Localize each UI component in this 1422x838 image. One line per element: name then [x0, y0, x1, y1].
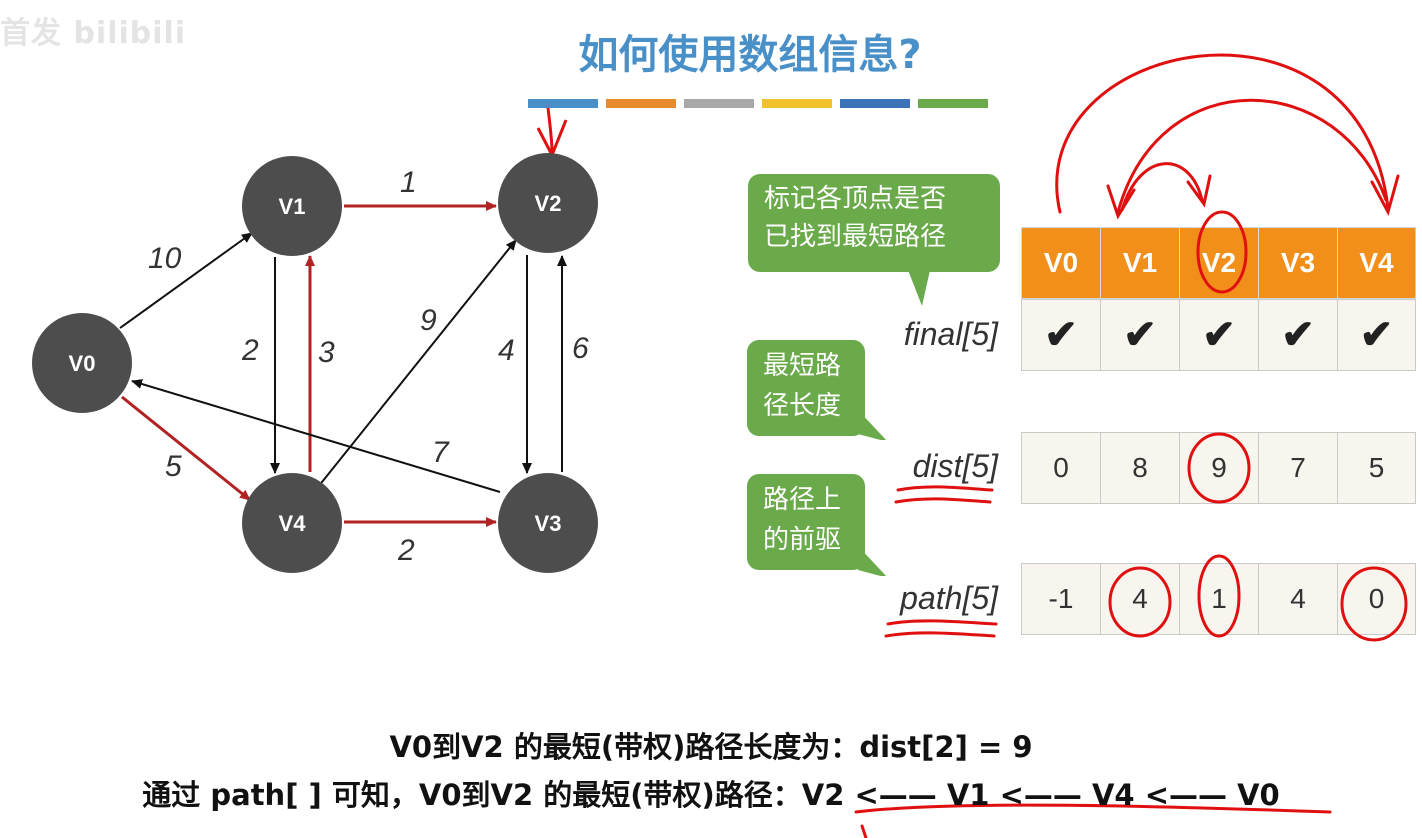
header-cell: V1: [1100, 227, 1179, 299]
bubble-dist-tail: [858, 410, 887, 440]
final-cell: ✔: [1337, 299, 1416, 371]
annotation-underline-dist: [896, 485, 994, 492]
path-cell: 0: [1337, 563, 1416, 635]
header-cell: V0: [1021, 227, 1100, 299]
summary-line-2: 通过 path[ ] 可知，V0到V2 的最短(带权)路径：V2 <—— V1 …: [142, 778, 1280, 812]
dist-cell: 7: [1258, 432, 1337, 504]
table-header: V0 V1 V2 V3 V4: [1021, 227, 1416, 299]
annotation-underline-dist-2: [894, 497, 992, 504]
final-cell: ✔: [1258, 299, 1337, 371]
svg-text:V1: V1: [279, 194, 306, 219]
final-cell: ✔: [1179, 299, 1258, 371]
weight-v4-v2: 9: [420, 304, 437, 337]
annotation-tick-summary: [860, 824, 868, 838]
node-v2: V2: [498, 153, 598, 253]
edge-v4-v2: [317, 239, 517, 488]
table-row-path: -1 4 1 4 0: [1021, 563, 1416, 635]
annotation-arrowhead-v1: [1106, 184, 1136, 220]
dist-cell: 5: [1337, 432, 1416, 504]
node-v4: V4: [242, 473, 342, 573]
bubble-final-tail: [908, 270, 930, 306]
label-path: path[5]: [900, 580, 998, 616]
weight-v3-v2: 6: [572, 332, 589, 365]
weight-v4-v1: 3: [318, 336, 335, 369]
weight-v2-v3: 4: [498, 334, 515, 367]
weight-v0-v1: 10: [148, 242, 182, 275]
edge-v0-v1: [119, 232, 253, 329]
dist-cell: 0: [1021, 432, 1100, 504]
annotation-underline-path: [886, 619, 998, 626]
final-cell: ✔: [1100, 299, 1179, 371]
path-cell: 4: [1258, 563, 1337, 635]
bubble-final: 标记各顶点是否 已找到最短路径: [748, 174, 1000, 272]
header-cell: V3: [1258, 227, 1337, 299]
label-final: final[5]: [903, 316, 998, 352]
node-v0: V0: [32, 313, 132, 413]
weight-v1-v2: 1: [400, 166, 417, 199]
page-title: 如何使用数组信息?: [578, 32, 922, 78]
svg-text:V3: V3: [535, 511, 562, 536]
annotation-underline-path-2: [884, 631, 996, 638]
weight-v0-v4: 5: [165, 450, 182, 483]
weight-v4-v3: 2: [397, 534, 415, 567]
weight-v3-v0: 7: [432, 436, 450, 469]
color-segment-1: [528, 99, 598, 108]
svg-text:V2: V2: [535, 191, 562, 216]
path-cell: -1: [1021, 563, 1100, 635]
color-segment-2: [606, 99, 676, 108]
edge-v3-v0: [131, 379, 501, 493]
color-segment-3: [684, 99, 754, 108]
dist-cell: 8: [1100, 432, 1179, 504]
watermark: 首发 bilibili: [0, 16, 187, 51]
annotation-arc-v0-v4: [1055, 53, 1390, 214]
path-cell: 4: [1100, 563, 1179, 635]
dist-cell: 9: [1179, 432, 1258, 504]
header-cell: V2: [1179, 227, 1258, 299]
path-cell: 1: [1179, 563, 1258, 635]
annotation-arc-v4-v1: [1116, 98, 1388, 214]
table-row-final: ✔ ✔ ✔ ✔ ✔: [1021, 299, 1416, 371]
color-segment-4: [762, 99, 832, 108]
color-segment-6: [918, 99, 988, 108]
annotation-arrowhead-v2-small: [1186, 174, 1212, 208]
node-v3: V3: [498, 473, 598, 573]
annotation-arc-v1-v2: [1120, 162, 1204, 212]
final-cell: ✔: [1021, 299, 1100, 371]
node-v1: V1: [242, 156, 342, 256]
bubble-path-tail: [858, 546, 887, 576]
svg-text:V4: V4: [279, 511, 307, 536]
table-row-dist: 0 8 9 7 5: [1021, 432, 1416, 504]
label-dist: dist[5]: [912, 448, 998, 484]
edge-v0-v4: [121, 395, 251, 502]
annotation-arrow-v2: [546, 107, 554, 153]
bubble-dist: 最短路 径长度: [747, 340, 865, 436]
annotation-arrowhead-v4: [1370, 174, 1400, 217]
graph-diagram: 10 5 1 2 3 9 2 4 6 7 V0 V1 V2 V3 V4: [32, 107, 598, 573]
bubble-path: 路径上 的前驱: [747, 474, 865, 570]
summary-line-1: V0到V2 的最短(带权)路径长度为：dist[2] = 9: [389, 730, 1033, 764]
svg-text:V0: V0: [69, 351, 96, 376]
weight-v1-v4: 2: [241, 334, 259, 367]
color-segment-5: [840, 99, 910, 108]
header-cell: V4: [1337, 227, 1416, 299]
color-bar: [528, 99, 988, 108]
